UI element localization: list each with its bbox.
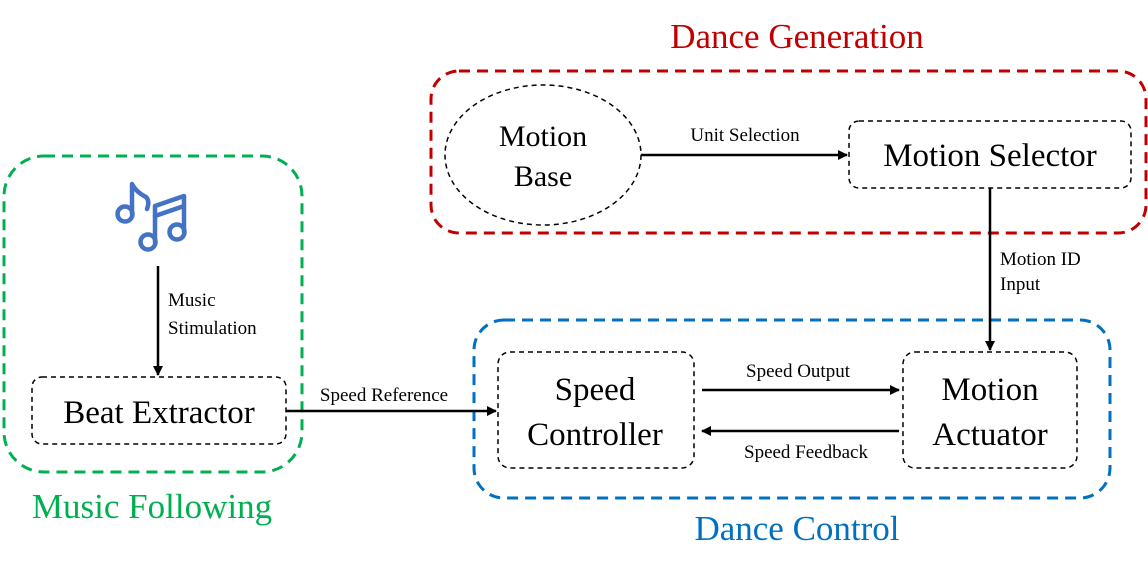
beat-extractor-label: Beat Extractor	[63, 395, 255, 431]
music-notes-icon	[115, 181, 187, 252]
motion-actuator-label-line2: Actuator	[932, 417, 1047, 453]
music-stimulation-label-line1: Music	[168, 290, 216, 311]
music-following-group	[2, 154, 304, 474]
speed-output-label: Speed Output	[746, 361, 851, 382]
speed-controller-label-line2: Controller	[527, 417, 663, 453]
motion-base-label-line2: Base	[514, 160, 572, 193]
music-stimulation-label-line2: Stimulation	[168, 318, 257, 339]
motion-base-label-line1: Motion	[499, 120, 587, 153]
dance-generation-title: Dance Generation	[670, 17, 924, 56]
unit-selection-label: Unit Selection	[690, 125, 800, 146]
motion-id-label-line2: Input	[1000, 274, 1041, 295]
speed-feedback-label: Speed Feedback	[744, 442, 868, 463]
motion-actuator-node	[902, 351, 1078, 469]
dance-control-group	[472, 318, 1112, 500]
speed-controller-node	[497, 351, 695, 469]
dance-generation-group	[429, 69, 1148, 235]
speed-controller-label-line1: Speed	[555, 372, 636, 408]
music-following-title: Music Following	[32, 487, 272, 526]
motion-selector-label: Motion Selector	[883, 138, 1097, 174]
motion-actuator-label-line1: Motion	[941, 372, 1038, 408]
motion-id-label-line1: Motion ID	[1000, 249, 1081, 270]
speed-reference-label: Speed Reference	[320, 385, 448, 406]
dance-control-title: Dance Control	[694, 509, 899, 548]
motion-base-node	[444, 84, 642, 226]
